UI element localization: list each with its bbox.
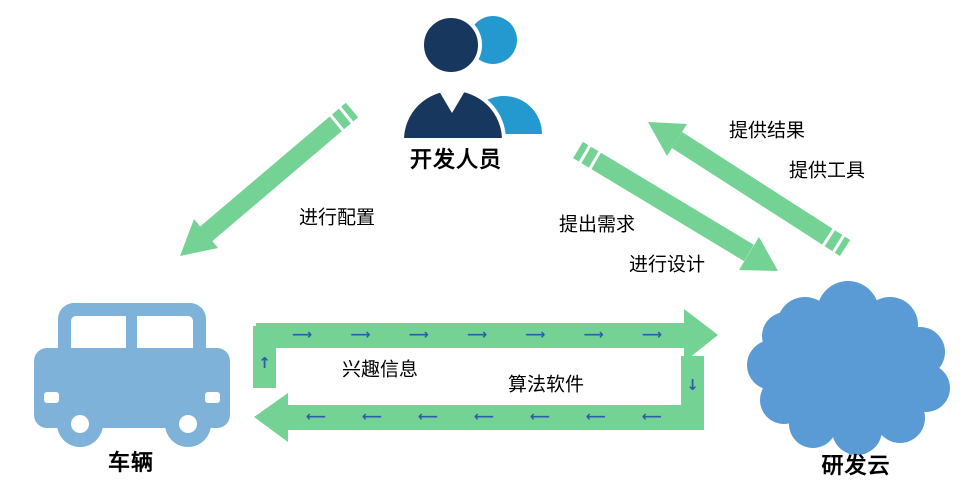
flow-left-icon: ⟵ bbox=[306, 409, 327, 425]
flow-down-icon: ↓ bbox=[686, 376, 699, 394]
flow-left-icon: ⟵ bbox=[417, 409, 439, 425]
flow-left-icon: ⟵ bbox=[361, 409, 383, 425]
provide-tail-slash bbox=[819, 225, 838, 250]
provide-arrowhead-icon bbox=[648, 122, 687, 156]
request-tail-slash bbox=[586, 147, 604, 173]
request-tail-slash bbox=[576, 141, 594, 167]
provide-arrow-shaft bbox=[671, 132, 851, 256]
loop-top-bar bbox=[256, 323, 684, 348]
flow-arrows-right: ⟶ ⟶ ⟶ ⟶ ⟶ ⟶ ⟶ bbox=[284, 322, 670, 348]
provide-tail-slash bbox=[829, 231, 848, 257]
car-hub-right bbox=[179, 415, 197, 433]
car-window-pillar bbox=[126, 316, 137, 358]
flow-left-icon: ⟵ bbox=[529, 409, 551, 425]
developer-icon bbox=[399, 14, 542, 142]
provide-tools-label: 提供工具 bbox=[788, 159, 866, 182]
flow-left-icon: ⟵ bbox=[641, 409, 662, 425]
request-label: 提出需求 bbox=[558, 213, 636, 236]
configure-tail-slash bbox=[326, 111, 348, 135]
flow-arrows-left: ⟵ ⟵ ⟵ ⟵ ⟵ ⟵ ⟵ bbox=[298, 404, 670, 430]
flow-right-icon: ⟶ bbox=[350, 327, 371, 343]
request-arrowhead-icon bbox=[739, 237, 778, 271]
design-label: 进行设计 bbox=[628, 253, 706, 276]
vehicle-label: 车辆 bbox=[107, 451, 155, 476]
interest-info-label: 兴趣信息 bbox=[341, 358, 419, 381]
flow-left-icon: ⟵ bbox=[473, 409, 495, 425]
configure-arrow-shaft bbox=[199, 102, 359, 242]
configure-label: 进行配置 bbox=[298, 206, 376, 229]
flow-up-icon: ↑ bbox=[258, 354, 271, 372]
loop-right-stub bbox=[681, 356, 704, 408]
configure-tail-slash bbox=[335, 103, 357, 127]
flow-right-icon: ⟶ bbox=[525, 327, 546, 343]
configure-arrow bbox=[180, 102, 359, 256]
cloud-icon bbox=[747, 281, 950, 455]
loop-right-arrowhead-icon bbox=[684, 309, 718, 362]
loop-bottom-bar bbox=[284, 405, 704, 430]
flow-right-icon: ⟶ bbox=[408, 327, 429, 343]
provide-results-label: 提供结果 bbox=[728, 119, 806, 142]
car-hub-left bbox=[71, 415, 89, 433]
cloud-label: 研发云 bbox=[821, 454, 891, 479]
data-loop-arrows bbox=[253, 309, 718, 442]
developer-body bbox=[399, 87, 507, 142]
loop-left-arrowhead-icon bbox=[254, 393, 288, 442]
request-arrow-shaft bbox=[573, 141, 754, 262]
configure-arrowhead-icon bbox=[180, 219, 218, 256]
flow-right-icon: ⟶ bbox=[583, 327, 604, 343]
developer-label: 开发人员 bbox=[409, 148, 503, 173]
car-light-right bbox=[205, 392, 220, 403]
flow-right-icon: ⟶ bbox=[641, 327, 662, 343]
algorithm-label: 算法软件 bbox=[507, 373, 585, 396]
request-arrow bbox=[573, 141, 778, 271]
developer-collar bbox=[439, 91, 465, 113]
provide-arrow bbox=[648, 122, 851, 257]
car-icon bbox=[34, 303, 230, 447]
flow-right-icon: ⟶ bbox=[292, 327, 313, 343]
flow-right-icon: ⟶ bbox=[466, 327, 488, 343]
car-light-left bbox=[44, 392, 59, 403]
flow-left-icon: ⟵ bbox=[585, 409, 606, 425]
developer-head bbox=[420, 14, 482, 76]
